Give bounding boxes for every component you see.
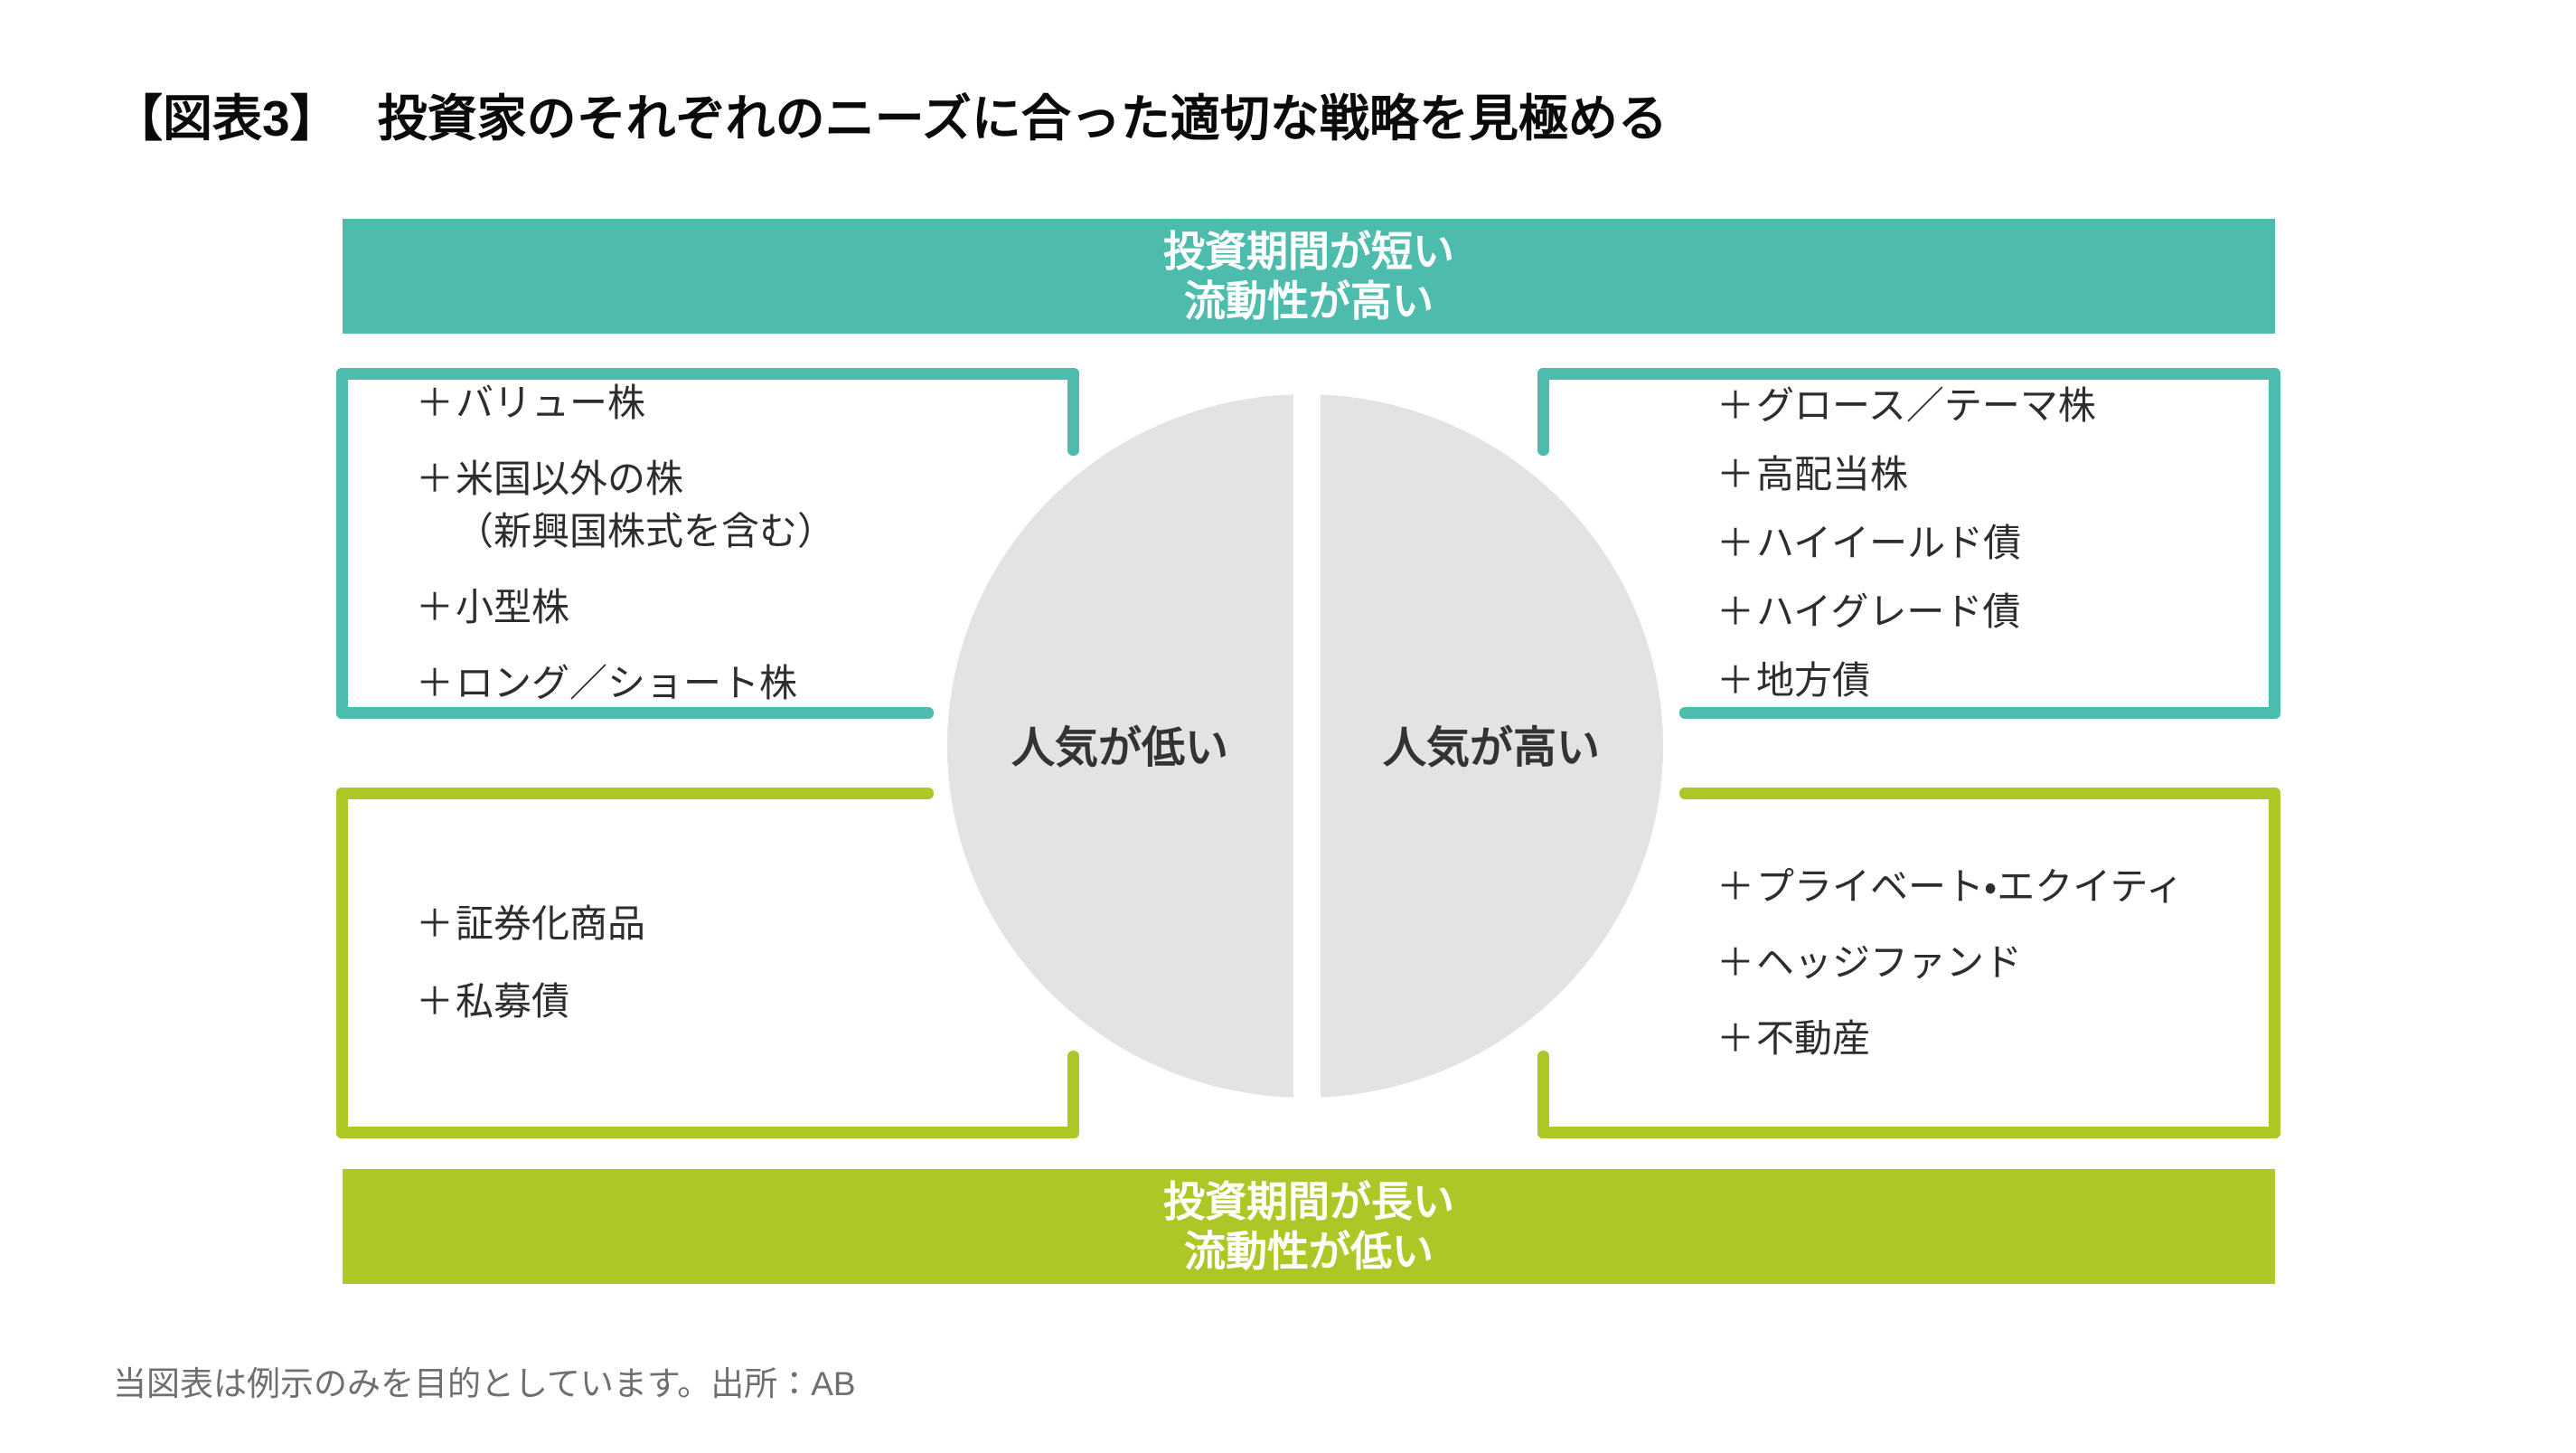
figure-number: 【図表3】: [113, 90, 340, 146]
border-segment: [2269, 788, 2280, 1138]
item-text: プライベート・エクイティ: [1756, 865, 2184, 909]
border-segment: [336, 788, 934, 799]
list-item: ＋ 小型株: [416, 586, 1067, 629]
quadrant-top-right: ＋ グロース／テーマ株 ＋ 高配当株 ＋ ハイイールド債 ＋: [1537, 368, 2280, 719]
item-label: 地方債: [1756, 659, 1871, 702]
item-text: 高配当株: [1756, 453, 1908, 496]
border-segment: [1537, 1127, 2280, 1138]
banner-short-horizon: 投資期間が短い 流動性が高い: [343, 219, 2275, 334]
list-item: ＋ ロング／ショート株: [416, 662, 1067, 705]
item-label: ハイグレード債: [1756, 590, 2021, 633]
banner-line-1: 投資期間が長い: [1163, 1178, 1454, 1225]
list-item: ＋ 米国以外の株 （新興国株式を含む）: [416, 458, 1067, 553]
list-item: ＋ 私募債: [416, 980, 1067, 1024]
quadrant-bottom-right: ＋ プライベート・エクイティ ＋ ヘッジファンド ＋ 不動産: [1537, 788, 2280, 1138]
item-label: プライベート・エクイティ: [1756, 865, 2184, 908]
border-segment: [1679, 707, 2280, 719]
banner-line-2: 流動性が低い: [1184, 1228, 1434, 1275]
plus-icon: ＋: [1716, 384, 1755, 427]
item-text: ハイイールド債: [1756, 522, 2021, 565]
item-label: グロース／テーマ株: [1756, 384, 2096, 427]
item-label: ハイイールド債: [1756, 522, 2022, 564]
plus-icon: ＋: [1716, 659, 1755, 702]
item-label: 米国以外の株: [456, 458, 684, 500]
list-item: ＋ プライベート・エクイティ: [1716, 865, 2269, 909]
plus-icon: ＋: [416, 662, 455, 704]
item-label: 高配当株: [1756, 453, 1909, 495]
item-label: ロング／ショート株: [456, 662, 798, 704]
item-text: 私募債: [456, 980, 569, 1024]
list-item: ＋ ハイイールド債: [1716, 522, 2269, 565]
item-text: 不動産: [1756, 1017, 1870, 1061]
plus-icon: ＋: [1716, 865, 1755, 908]
item-text: バリュー株: [456, 382, 645, 425]
border-segment: [1537, 1051, 1549, 1138]
strategy-list-top-right: ＋ グロース／テーマ株 ＋ 高配当株 ＋ ハイイールド債 ＋: [1549, 380, 2269, 707]
item-label: バリュー株: [456, 382, 646, 424]
border-segment: [336, 1127, 1079, 1138]
strategy-list-bottom-left: ＋ 証券化商品 ＋ 私募債: [348, 799, 1067, 1127]
border-segment: [336, 368, 348, 719]
item-label: ヘッジファンド: [1756, 941, 2023, 984]
item-text: 地方債: [1756, 659, 1870, 703]
list-item: ＋ 高配当株: [1716, 453, 2269, 496]
strategy-list-top-left: ＋ バリュー株 ＋ 米国以外の株 （新興国株式を含む） ＋ 小型株 ＋: [348, 380, 1067, 707]
plus-icon: ＋: [416, 586, 455, 628]
item-text: 米国以外の株 （新興国株式を含む）: [456, 458, 835, 553]
item-label: 証券化商品: [456, 902, 646, 945]
item-label: 不動産: [1756, 1017, 1871, 1060]
item-text: 証券化商品: [456, 902, 645, 946]
list-item: ＋ ハイグレード債: [1716, 590, 2269, 634]
source-note: 当図表は例示のみを目的としています。出所：AB: [113, 1365, 856, 1402]
border-segment: [336, 707, 934, 719]
label-popularity-high: 人気が高い: [1382, 724, 1601, 772]
border-segment: [1679, 788, 2280, 799]
list-item: ＋ グロース／テーマ株: [1716, 384, 2269, 428]
list-item: ＋ 地方債: [1716, 659, 2269, 703]
list-item: ＋ ヘッジファンド: [1716, 941, 2269, 985]
plus-icon: ＋: [416, 382, 455, 424]
list-item: ＋ 証券化商品: [416, 902, 1067, 946]
plus-icon: ＋: [416, 980, 455, 1023]
plus-icon: ＋: [1716, 522, 1755, 564]
banner-long-horizon: 投資期間が長い 流動性が低い: [343, 1169, 2275, 1284]
title-text: 投資家のそれぞれのニーズに合った適切な戦略を見極める: [377, 90, 1668, 146]
plus-icon: ＋: [1716, 590, 1755, 633]
border-segment: [1067, 368, 1079, 456]
item-label: 小型株: [456, 586, 570, 628]
plus-icon: ＋: [416, 458, 455, 500]
quadrant-bottom-left: ＋ 証券化商品 ＋ 私募債: [336, 788, 1079, 1138]
item-text: ヘッジファンド: [1756, 941, 2022, 985]
border-segment: [1067, 1051, 1079, 1138]
item-text: 小型株: [456, 586, 569, 629]
border-segment: [1537, 368, 1549, 456]
banner-line-1: 投資期間が短い: [1163, 228, 1454, 275]
circle-divider: [1293, 387, 1321, 1105]
border-segment: [2269, 368, 2280, 719]
item-label: 私募債: [456, 980, 570, 1023]
list-item: ＋ 不動産: [1716, 1017, 2269, 1061]
banner-line-2: 流動性が高い: [1184, 278, 1434, 325]
quadrant-top-left: ＋ バリュー株 ＋ 米国以外の株 （新興国株式を含む） ＋ 小型株 ＋: [336, 368, 1079, 719]
border-segment: [336, 788, 348, 1138]
plus-icon: ＋: [416, 902, 455, 945]
plus-icon: ＋: [1716, 453, 1755, 495]
label-popularity-low: 人気が低い: [1011, 724, 1229, 772]
border-segment: [1537, 368, 2280, 380]
list-item: ＋ バリュー株: [416, 382, 1067, 425]
item-text: グロース／テーマ株: [1756, 384, 2096, 428]
plus-icon: ＋: [1716, 941, 1755, 984]
border-segment: [336, 368, 1079, 380]
strategy-list-bottom-right: ＋ プライベート・エクイティ ＋ ヘッジファンド ＋ 不動産: [1549, 799, 2269, 1127]
item-text: ハイグレード債: [1756, 590, 2020, 634]
plus-icon: ＋: [1716, 1017, 1755, 1060]
item-sub-label: （新興国株式を含む）: [456, 510, 836, 552]
figure-title: 【図表3】投資家のそれぞれのニーズに合った適切な戦略を見極める: [113, 89, 1668, 148]
item-text: ロング／ショート株: [456, 662, 797, 705]
